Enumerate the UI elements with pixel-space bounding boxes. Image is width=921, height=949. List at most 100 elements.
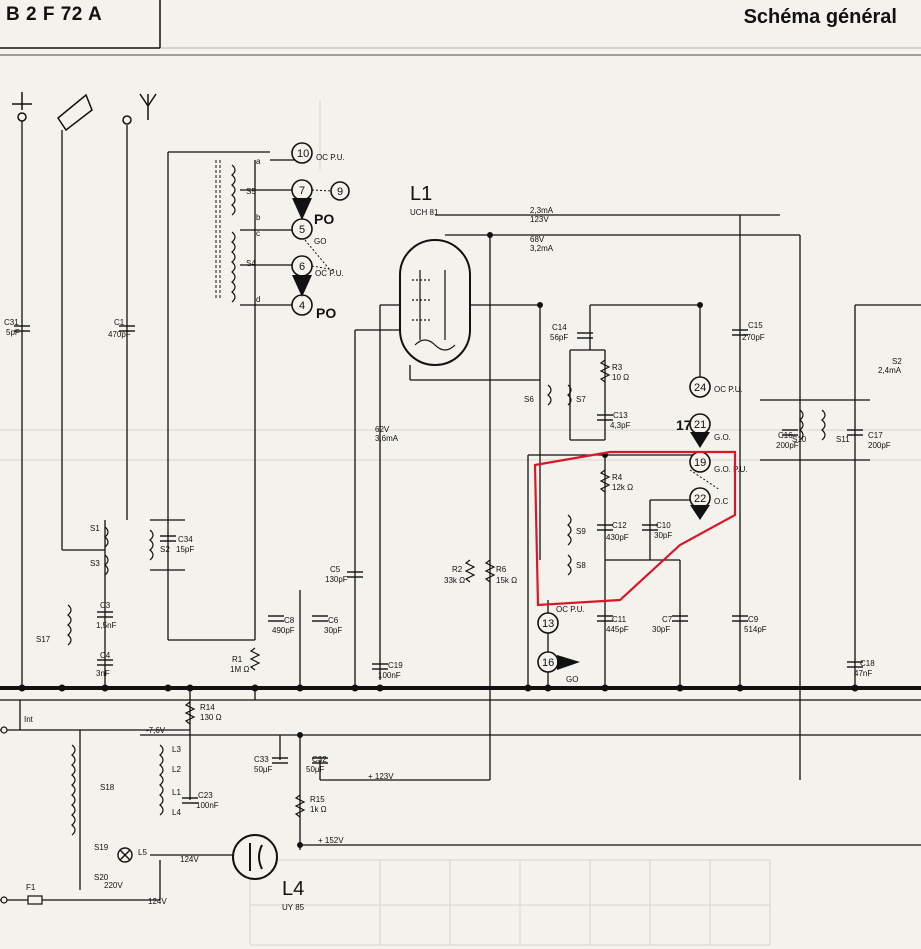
pilot-lamp — [117, 847, 133, 863]
coil-s2: S2 — [160, 545, 170, 554]
pad-num-21: 21 — [694, 419, 706, 431]
value-c16: 200pF — [776, 441, 799, 450]
volt-13: 2,4mA — [878, 366, 902, 375]
lamp-l5: L5 — [138, 848, 147, 857]
label-c12: C12 — [612, 521, 627, 530]
label-c6: C6 — [328, 616, 339, 625]
tap-c: c — [256, 229, 260, 238]
value-c32: 50μF — [306, 765, 325, 774]
label-c3: C3 — [100, 601, 111, 610]
pad-num-5: 5 — [299, 224, 305, 236]
label-c31: C31 — [4, 318, 19, 327]
pad-label-22: O.C — [714, 497, 728, 506]
value-c33: 50μF — [254, 765, 273, 774]
coil-s1: S1 — [90, 524, 100, 533]
coil-s4: S4 — [246, 259, 256, 268]
resistors — [184, 359, 611, 818]
pad-num-16: 16 — [542, 657, 554, 669]
volt-6: 3,6mA — [375, 434, 399, 443]
value-c11: 445pF — [606, 625, 629, 634]
tube-l1-name: L1 — [410, 183, 432, 205]
volt-9: 124V — [180, 855, 199, 864]
pad-label-19: G.O. P.U. — [714, 465, 748, 474]
ground-symbol — [12, 92, 32, 122]
pad-label-24: OC P.U. — [714, 385, 743, 394]
handwritten-17: 17 — [676, 417, 692, 433]
value-r3: 10 Ω — [612, 373, 629, 382]
value-c23: 100nF — [196, 801, 219, 810]
label-c13: C13 — [613, 411, 628, 420]
value-c31: 5pF — [6, 328, 20, 337]
coil-s7: S7 — [576, 395, 586, 404]
lamp-l4: L4 — [172, 808, 181, 817]
highlight-outline — [533, 450, 737, 607]
value-c5: 130pF — [325, 575, 348, 584]
value-c12: 430pF — [606, 533, 629, 542]
coil-s5: S5 — [246, 187, 256, 196]
value-c34: 15pF — [176, 545, 194, 554]
value-r14: 130 Ω — [200, 713, 222, 722]
value-c14: 56pF — [550, 333, 568, 342]
value-c18: 47nF — [854, 669, 872, 678]
ferrite-core — [215, 160, 221, 300]
show-through — [0, 100, 921, 946]
label-r4: R4 — [612, 473, 623, 482]
volt-3: 68V — [530, 235, 545, 244]
coil-s10: S10 — [792, 435, 807, 444]
volt-5: 62V — [375, 425, 390, 434]
antenna-symbol — [122, 93, 157, 125]
coil-s6: S6 — [524, 395, 534, 404]
tap-d: d — [256, 295, 260, 304]
label-c23: C23 — [198, 791, 213, 800]
value-r15: 1k Ω — [310, 805, 327, 814]
value-c19: 100nF — [378, 671, 401, 680]
volt-1: 2,3mA — [530, 206, 554, 215]
label-c1: C1 — [114, 318, 125, 327]
coil-s17: S17 — [36, 635, 51, 644]
label-c8: C8 — [284, 616, 295, 625]
coil-s18: S18 — [100, 783, 115, 792]
label-c5: C5 — [330, 565, 341, 574]
label-c19: C19 — [388, 661, 403, 670]
component-labels: C31 5pF C1 470pF C14 56pF R3 10 Ω C13 4,… — [4, 318, 891, 814]
label-c14: C14 — [552, 323, 567, 332]
label-c18: C18 — [860, 659, 875, 668]
lamp-l3: L3 — [172, 745, 181, 754]
pad-label-13: OC P.U. — [556, 605, 585, 614]
label-r6: R6 — [496, 565, 507, 574]
label-c10: C10 — [656, 521, 671, 530]
capacitors — [14, 325, 863, 804]
pad-num-19: 19 — [694, 457, 706, 469]
tap-b: b — [256, 213, 261, 222]
tube-l1 — [399, 239, 471, 366]
tube-l4-type: UY 85 — [282, 903, 305, 912]
value-c4: 3nF — [96, 669, 110, 678]
label-r15: R15 — [310, 795, 325, 804]
label-c16: C16 — [778, 431, 793, 440]
page-title: Schéma général — [743, 6, 897, 28]
value-c9: 514pF — [744, 625, 767, 634]
label-r2: R2 — [452, 565, 463, 574]
volt-12: -7,6V — [146, 726, 166, 735]
volt-10: 124V — [148, 897, 167, 906]
coil-s8: S8 — [576, 561, 586, 570]
label-c32: C32 — [312, 755, 327, 764]
coil-s20: S20 — [94, 873, 109, 882]
pad-label-21: G.O. — [714, 433, 731, 442]
value-r1: 1M Ω — [230, 665, 249, 674]
voltage-labels: 2,3mA 123V 68V 3,2mA 62V 3,6mA + 123V + … — [104, 206, 902, 906]
pad-num-22: 22 — [694, 493, 706, 505]
coil-s9: S9 — [576, 527, 586, 536]
lamp-l2: L2 — [172, 765, 181, 774]
handwritten-po-1: PO — [314, 211, 334, 227]
lamp-l1: L1 — [172, 788, 181, 797]
model-number: B 2 F 72 A — [6, 4, 103, 25]
label-c34: C34 — [178, 535, 193, 544]
label-c11: C11 — [612, 615, 627, 624]
coils — [67, 164, 826, 836]
label-r3: R3 — [612, 363, 623, 372]
switch-contacts — [292, 198, 710, 670]
header-frame — [0, 0, 921, 56]
value-r2: 33k Ω — [444, 576, 465, 585]
volt-11: 220V — [104, 881, 123, 890]
